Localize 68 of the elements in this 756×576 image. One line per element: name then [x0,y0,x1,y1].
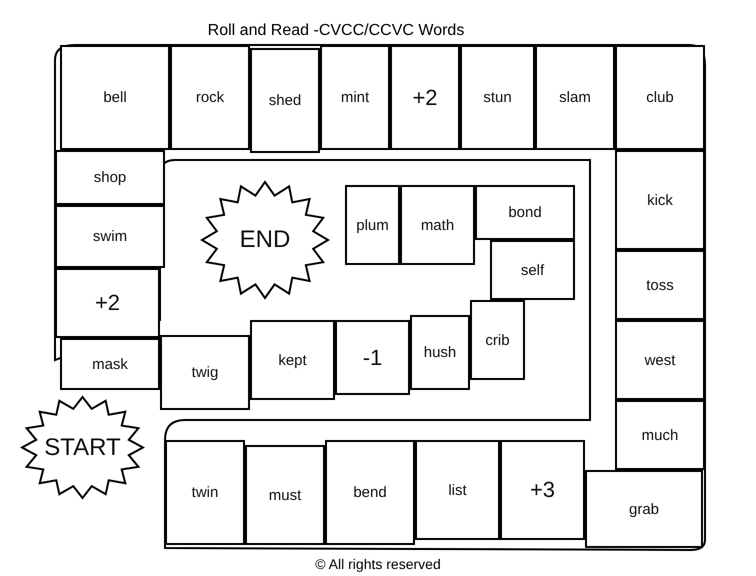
title: Roll and Read -CVCC/CCVC Words [206,22,466,40]
copyright-note: © All rights reserved [314,556,442,572]
board-space [410,315,470,390]
word: west [644,352,676,368]
board-space [60,45,170,150]
board-space [500,440,585,540]
board-space [585,470,703,548]
board-space [55,205,165,268]
board-space [60,338,160,390]
board-space [325,440,415,545]
word: self [520,262,544,278]
board-space [615,400,705,470]
board-space [170,45,250,150]
word: -1 [362,344,382,370]
board-space [250,48,320,153]
starburst [20,395,145,500]
board-space [335,320,410,395]
board-space [615,45,705,150]
word: rock [196,89,224,106]
word: kick [647,192,673,208]
word: grab [628,500,660,518]
word: math [420,216,454,234]
word: +2 [412,84,438,110]
board-space [470,300,525,380]
word: list [448,482,467,498]
board-space [55,268,160,338]
word: START [44,434,121,462]
word: shed [268,92,302,109]
word: bell [103,89,127,106]
board-space [615,320,705,400]
board-space [475,185,575,240]
word: kept [278,352,307,368]
board-space [160,335,250,410]
word: bend [353,484,387,501]
word: twig [192,364,218,381]
board-space [165,440,245,545]
board-space [615,150,705,250]
word: END [240,226,290,254]
word: toss [646,276,674,294]
board-space [535,45,615,150]
word: hush [424,344,456,361]
board-space [615,250,705,320]
word: must [268,486,302,504]
board-space [245,445,325,545]
board-space [250,320,335,400]
word: +3 [530,477,556,503]
board-space [460,45,535,150]
board-space [415,440,500,540]
word: plum [356,216,389,234]
board-space [390,45,460,150]
word: slam [559,89,591,106]
board-space [490,240,575,300]
starburst [200,180,330,300]
word: mint [340,89,370,106]
word: bond [508,204,542,221]
word: shop [94,169,126,186]
word: swim [92,228,128,245]
board-space [345,185,400,265]
word: twin [192,484,218,501]
word: stun [483,89,512,106]
board-space [320,45,390,150]
word: much [642,426,678,444]
word: mask [92,356,128,372]
word: club [646,89,674,106]
word: +2 [94,290,120,316]
word: crib [485,332,510,348]
board-space [55,150,165,205]
board-space [400,185,475,265]
